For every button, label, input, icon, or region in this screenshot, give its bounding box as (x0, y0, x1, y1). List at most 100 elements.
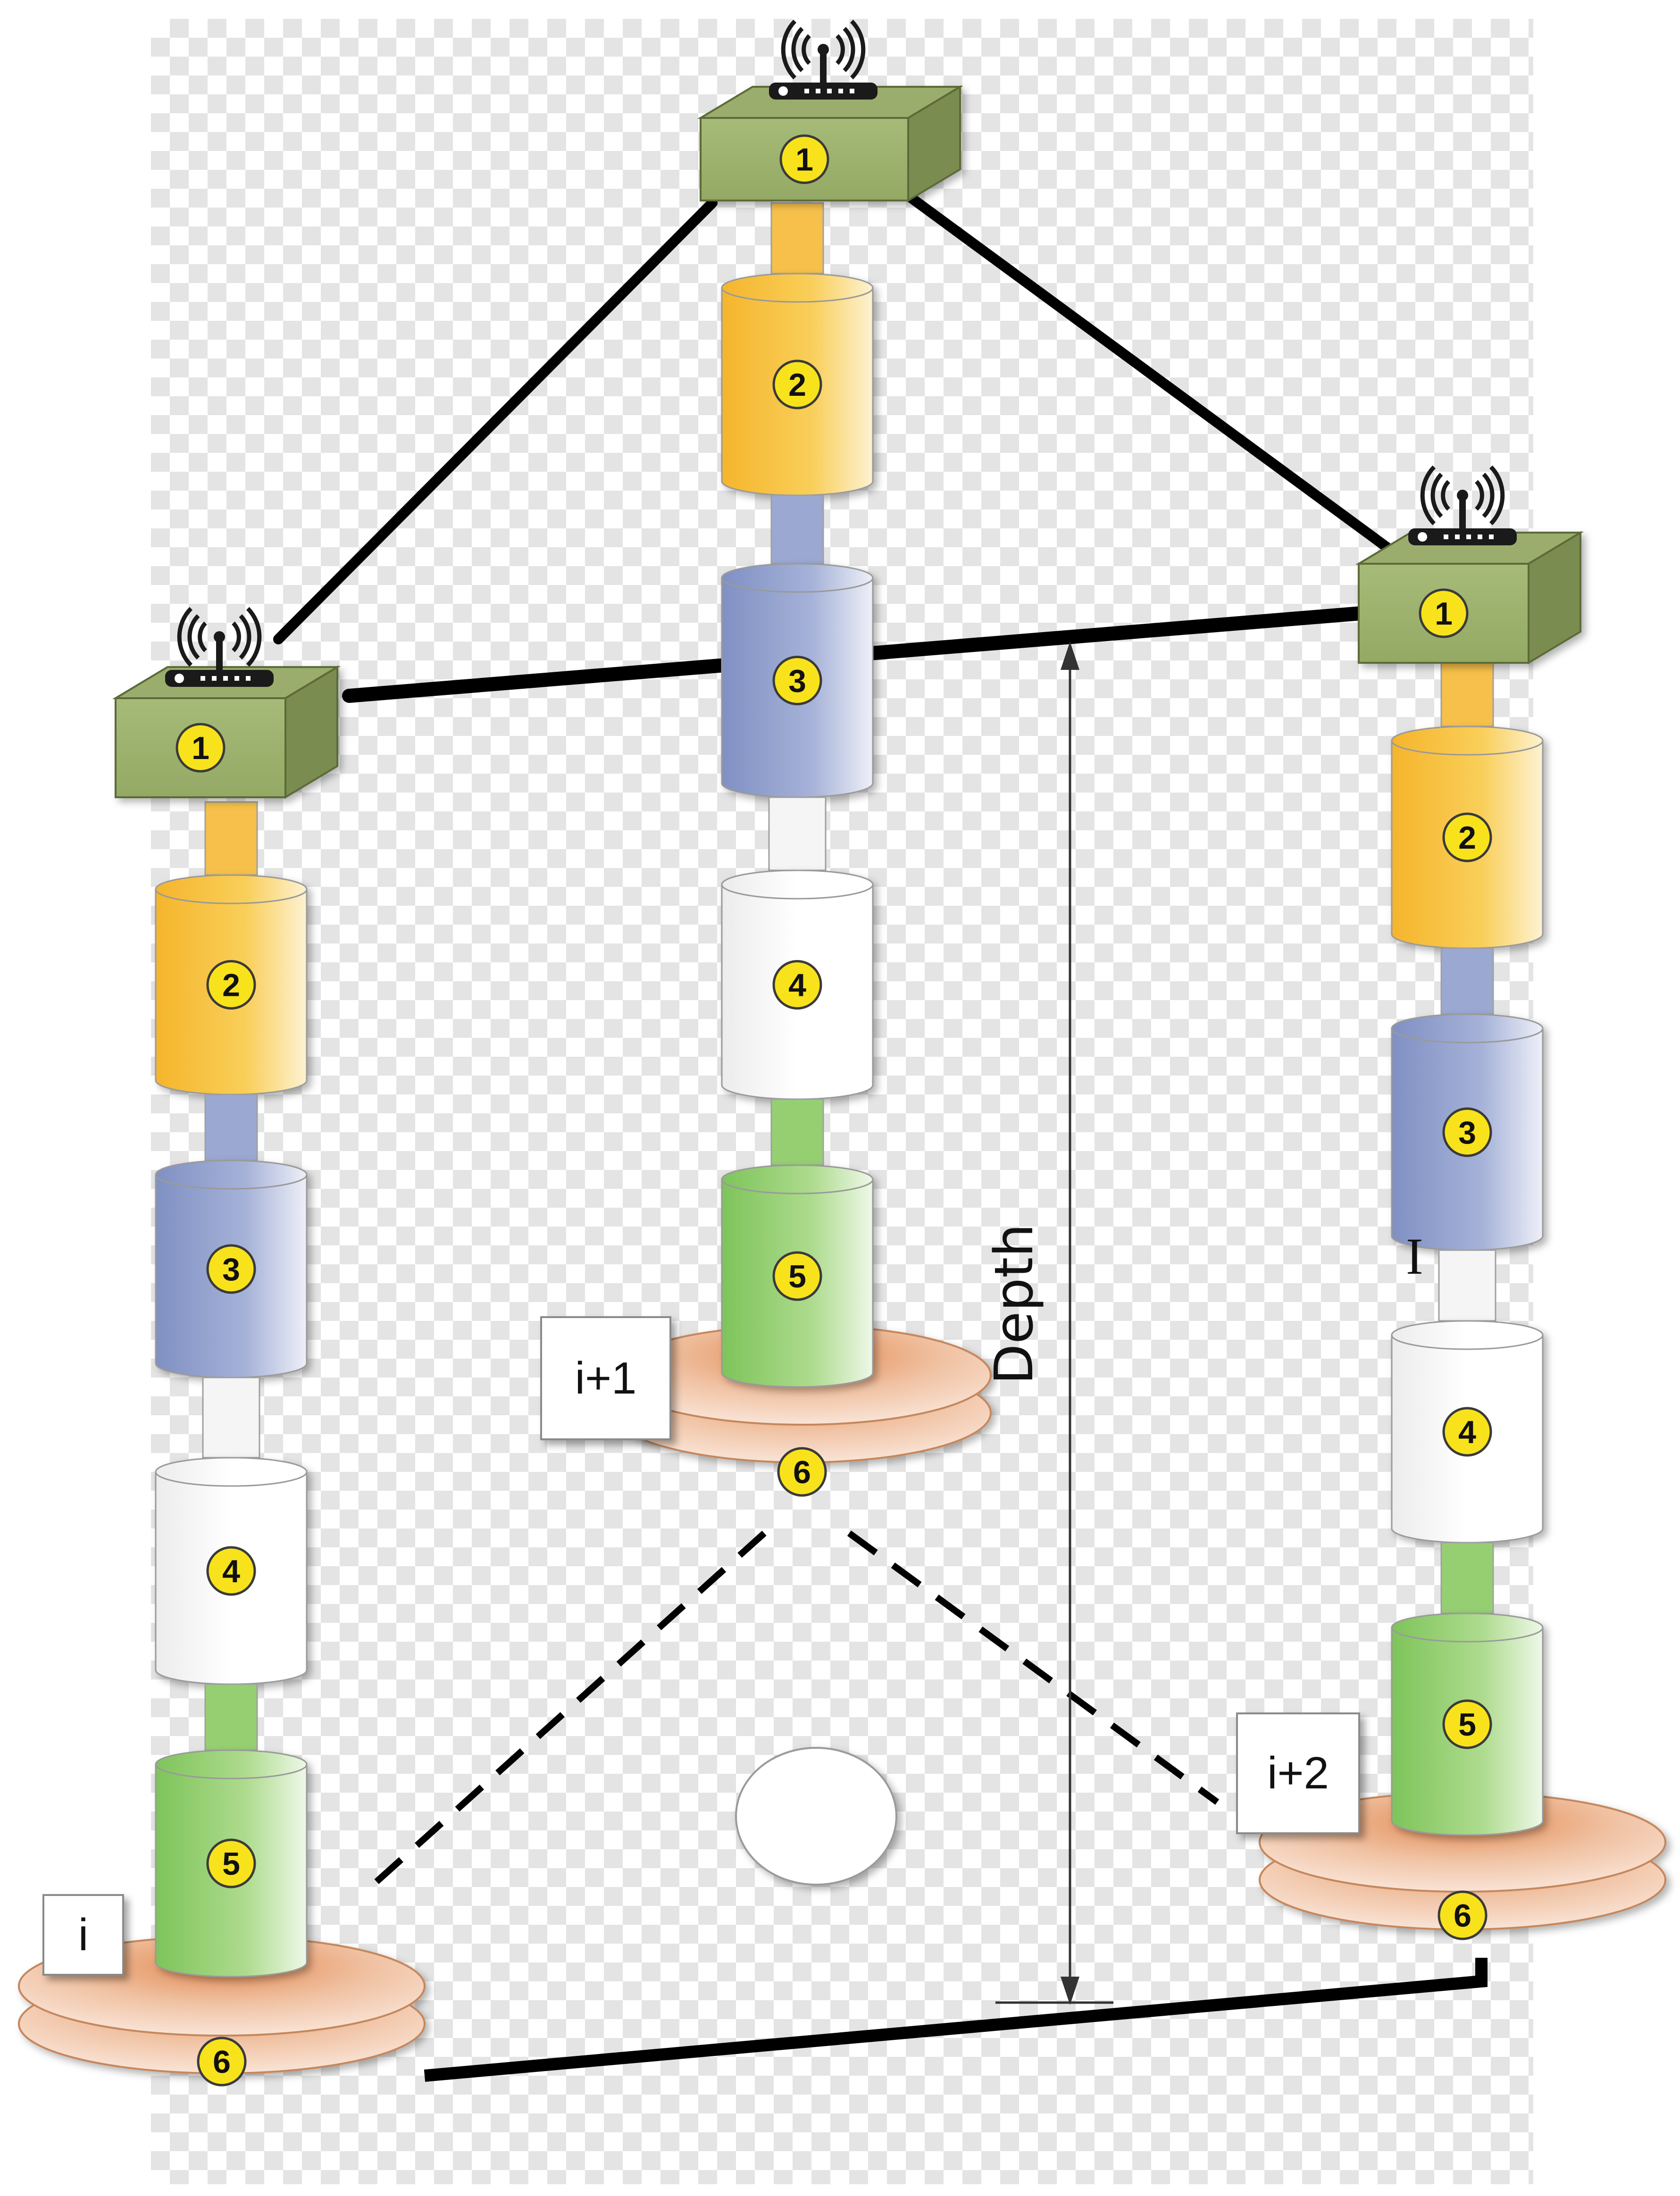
signal-wave (1489, 465, 1505, 526)
router-body (1408, 528, 1517, 545)
badge-number: 6 (1454, 1898, 1471, 1934)
signal-wave (246, 607, 262, 667)
cylinder-top (155, 1749, 308, 1779)
surface-link-left-center (273, 198, 718, 644)
number-badge: 5 (206, 1838, 256, 1888)
badge-number: 6 (793, 1454, 811, 1490)
signal-wave (1441, 480, 1450, 511)
badge-circle (772, 656, 822, 705)
number-badge: 6 (777, 1447, 827, 1497)
badge-number: 5 (1458, 1707, 1476, 1743)
signal-wave (198, 621, 207, 652)
number-badge: 6 (1438, 1890, 1488, 1940)
router-led (175, 674, 184, 683)
connector-rod (1440, 947, 1494, 1015)
badge-circle (206, 1244, 256, 1294)
connector-rod (204, 1094, 258, 1161)
badge-number: 4 (222, 1553, 240, 1589)
badge-circle (772, 1251, 822, 1301)
badge-circle (777, 1447, 827, 1497)
router-led (838, 89, 843, 93)
signal-wave (187, 614, 200, 660)
cylinder-top (155, 874, 308, 904)
cylinder-top (1391, 1320, 1544, 1350)
seabed-anchor (1259, 1792, 1666, 1930)
connector-rod (770, 494, 824, 565)
wifi-router-icon (769, 19, 878, 100)
cylinder-top (155, 1160, 308, 1190)
badge-number: 2 (788, 367, 806, 403)
router-led (1478, 534, 1482, 539)
router-led (201, 676, 205, 681)
station-label-i: i (42, 1894, 124, 1976)
cylinder-top (155, 1457, 308, 1487)
signal-wave (232, 621, 241, 652)
signal-wave (1482, 473, 1495, 518)
router-led (212, 676, 217, 681)
badge-circle (772, 359, 822, 409)
signal-wave (1420, 465, 1436, 526)
depth-arrow-head-top (1061, 642, 1079, 670)
signal-wave (1475, 480, 1484, 511)
bracket-mark: I (1406, 1227, 1423, 1285)
depth-label: Depth (984, 1223, 1045, 1385)
signal-wave (1430, 473, 1443, 518)
number-badge: 4 (1442, 1407, 1492, 1457)
router-body (769, 83, 878, 100)
router-led (1455, 534, 1460, 539)
router-led (804, 89, 809, 93)
badge-circle (206, 960, 256, 1010)
connector-rod (1438, 1249, 1496, 1322)
surface-buoy (697, 85, 964, 202)
badge-circle (1442, 812, 1492, 862)
cylinder-top (721, 563, 874, 593)
connector-rod (770, 1098, 824, 1166)
cylinder-top (1391, 726, 1544, 756)
router-antenna-tip (818, 44, 829, 55)
connector-rod (204, 801, 258, 876)
router-led (827, 89, 832, 93)
cylinder-top (721, 869, 874, 900)
signal-wave (177, 607, 193, 667)
cylinder-top (1391, 1013, 1544, 1044)
badge-circle (772, 960, 822, 1010)
badge-number: 5 (222, 1846, 240, 1882)
badge-circle (1438, 1890, 1488, 1940)
number-badge: 6 (197, 2037, 247, 2087)
depth-arrow-head-bottom (1061, 1977, 1079, 2005)
number-badge: 2 (1442, 812, 1492, 862)
number-badge: 1 (779, 134, 829, 184)
signal-wave (791, 27, 804, 72)
number-badge: 3 (772, 656, 822, 705)
acoustic-link-left (366, 1530, 767, 1892)
badge-circle (779, 134, 829, 184)
router-body (165, 670, 274, 687)
badge-circle (206, 1546, 256, 1596)
target-object (735, 1747, 897, 1886)
router-led (850, 89, 854, 93)
router-led (1444, 534, 1448, 539)
number-badge: 1 (1419, 588, 1469, 638)
wifi-router-icon (165, 607, 274, 687)
connector-rod (204, 1683, 258, 1751)
signal-wave (850, 19, 866, 80)
surface-buoy (1355, 531, 1584, 665)
router-antenna (820, 50, 827, 83)
number-badge: 3 (206, 1244, 256, 1294)
acoustic-link-right (847, 1530, 1220, 1805)
router-led (246, 676, 251, 681)
cylinder-top (721, 1164, 874, 1194)
router-antenna-tip (1457, 490, 1468, 501)
connector-rod (768, 796, 827, 871)
badge-number: 2 (222, 968, 240, 1003)
router-led (234, 676, 239, 681)
router-led (1489, 534, 1494, 539)
number-badge: 2 (772, 359, 822, 409)
connector-rod (202, 1377, 260, 1459)
router-antenna (216, 637, 223, 671)
surface-link-center-right (894, 184, 1402, 559)
station-label-i-plus-1: i+1 (540, 1316, 671, 1440)
router-led (1418, 532, 1427, 542)
badge-number: 3 (222, 1252, 240, 1287)
